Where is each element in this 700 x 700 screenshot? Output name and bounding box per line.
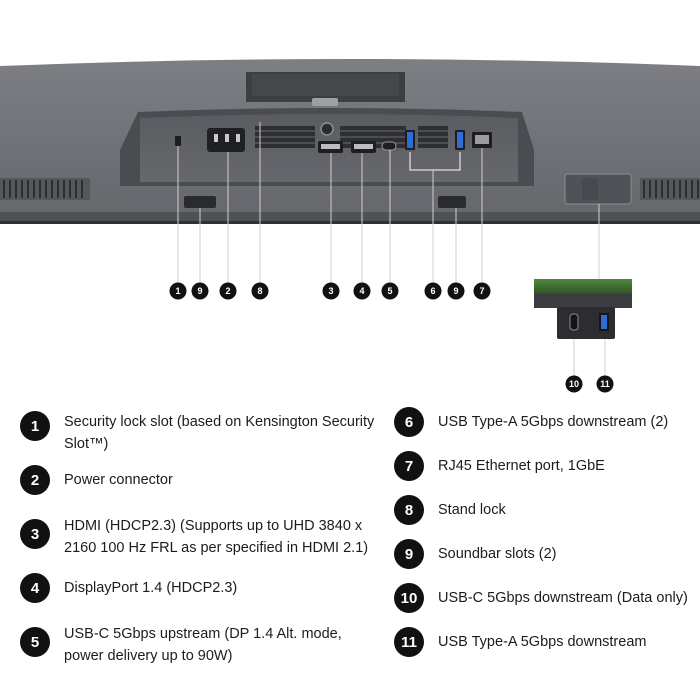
legend-item-9: 9 Soundbar slots (2) [394,539,700,569]
security-slot [175,136,181,146]
svg-text:3: 3 [328,286,333,296]
svg-text:10: 10 [569,379,579,389]
legend-text: Stand lock [438,502,506,518]
callout-9-left: 9 [191,282,209,300]
legend-item-3: 3 HDMI (HDCP2.3) (Supports up to UHD 384… [20,518,382,559]
svg-text:7: 7 [479,286,484,296]
legend-text: USB Type-A 5Gbps downstream [438,634,647,650]
callout-8: 8 [251,282,269,300]
callout-3: 3 [322,282,340,300]
callout-2: 2 [219,282,237,300]
legend-badge: 2 [20,465,50,495]
inset-usb-a-port [599,313,609,331]
callout-4: 4 [353,282,371,300]
legend-item-4: 4 DisplayPort 1.4 (HDCP2.3) [20,573,382,603]
connector-bay [120,108,534,186]
svg-text:5: 5 [387,286,392,296]
monitor-rear-diagram: 1 9 2 8 3 4 5 6 9 7 10 11 [0,59,700,393]
legend-text: DisplayPort 1.4 (HDCP2.3) [64,580,238,596]
legend-badge: 8 [394,495,424,525]
leader-lines [177,122,606,376]
svg-text:11: 11 [600,379,610,389]
power-connector [207,128,245,152]
inset-usb-c-port [569,313,579,331]
legend-badge: 7 [394,451,424,481]
legend-badge: 3 [20,519,50,549]
callout-5: 5 [381,282,399,300]
legend-text: HDMI (HDCP2.3) (Supports up to UHD 3840 … [64,518,369,556]
usb-c-upstream-port [381,141,397,151]
legend-item-2: 2 Power connector [20,465,382,495]
svg-text:8: 8 [257,286,262,296]
legend-text: USB Type-A 5Gbps downstream (2) [438,414,669,430]
stand-lock [320,122,334,136]
legend-text: Security lock slot (based on Kensington … [64,414,375,452]
legend-text: RJ45 Ethernet port, 1GbE [438,458,605,474]
callout-11: 11 [596,375,614,393]
legend-item-6: 6 USB Type-A 5Gbps downstream (2) [394,407,700,437]
displayport-port [351,141,376,153]
legend-badge: 9 [394,539,424,569]
svg-text:9: 9 [453,286,458,296]
side-ports-detail-inset [534,279,632,339]
soundbar-slot-left [184,196,216,208]
svg-text:6: 6 [430,286,435,296]
callout-9-right: 9 [447,282,465,300]
legend-item-10: 10 USB-C 5Gbps downstream (Data only) [394,583,700,613]
right-vent [640,178,700,200]
legend-badge: 5 [20,627,50,657]
legend-item-5: 5 USB-C 5Gbps upstream (DP 1.4 Alt. mode… [20,626,382,667]
callout-7: 7 [473,282,491,300]
legend-badge: 4 [20,573,50,603]
usb-a-port-right [455,130,465,150]
legend-text: USB-C 5Gbps downstream (Data only) [438,590,688,606]
rj45-port [472,132,492,148]
legend-text: USB-C 5Gbps upstream (DP 1.4 Alt. mode, … [64,626,342,664]
legend-item-7: 7 RJ45 Ethernet port, 1GbE [394,451,700,481]
legend-text: Power connector [64,472,173,488]
legend-item-8: 8 Stand lock [394,495,700,525]
callout-1: 1 [169,282,187,300]
legend-item-1: 1 Security lock slot (based on Kensingto… [20,411,382,455]
svg-text:2: 2 [225,286,230,296]
legend-badge: 1 [20,411,50,441]
callout-6: 6 [424,282,442,300]
legend-text: Soundbar slots (2) [438,546,557,562]
usb-a-group-bracket [409,152,461,171]
usb-a-port-left [405,130,415,150]
legend-badge: 11 [394,627,424,657]
hdmi-port [318,141,343,153]
svg-text:4: 4 [359,286,364,296]
callout-10: 10 [565,375,583,393]
svg-text:9: 9 [197,286,202,296]
legend-item-11: 11 USB Type-A 5Gbps downstream [394,627,700,657]
left-vent [0,178,90,200]
legend-badge: 6 [394,407,424,437]
svg-text:1: 1 [175,286,180,296]
soundbar-slot-right [438,196,466,208]
legend-badge: 10 [394,583,424,613]
stand-mount [246,72,405,106]
